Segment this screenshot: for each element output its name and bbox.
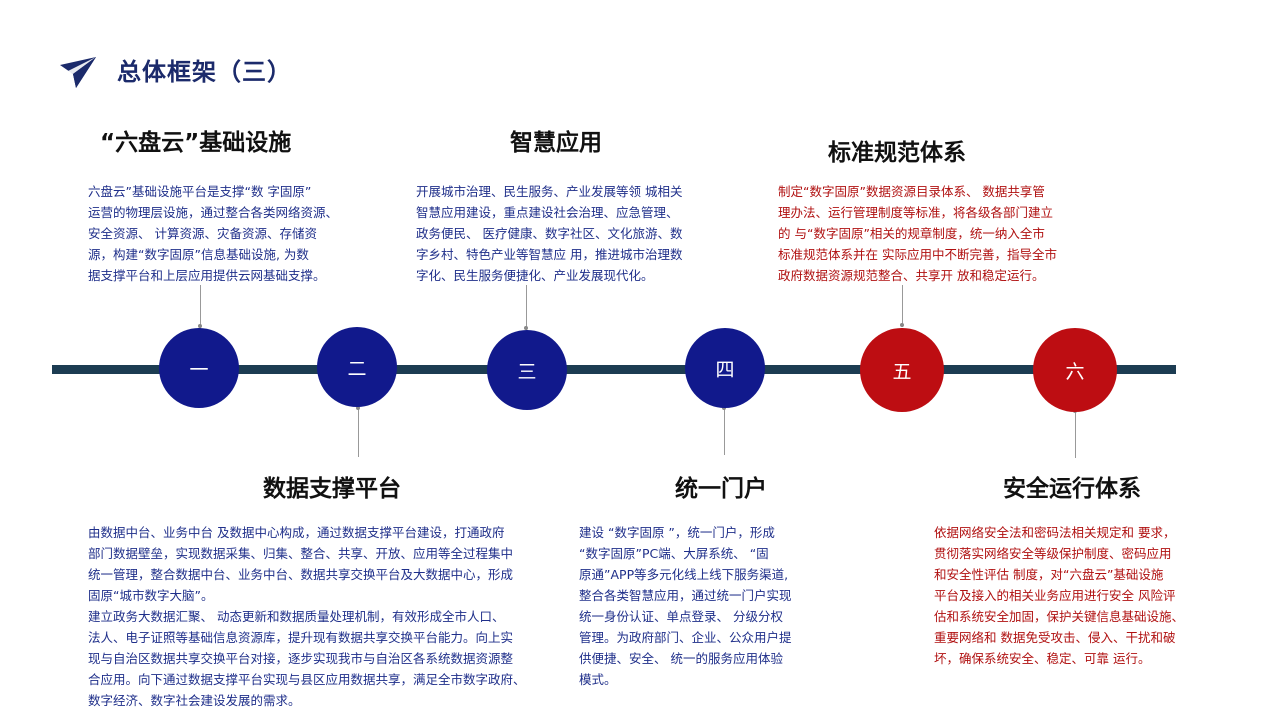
timeline-node-1: 一	[159, 328, 239, 408]
timeline-bar	[52, 365, 1176, 374]
section-heading-data-platform: 数据支撑平台	[263, 476, 401, 502]
section-heading-portal: 统一门户	[675, 476, 767, 502]
timeline-node-3: 三	[487, 330, 567, 410]
timeline-node-6: 六	[1033, 328, 1117, 412]
timeline-node-4: 四	[685, 328, 765, 408]
connector-dot	[900, 323, 904, 327]
section-heading-smart-apps: 智慧应用	[510, 130, 602, 156]
section-text-portal: 建设 “数字固原 ”，统一门户，形成 “数字固原”PC端、大屏系统、 “固 原通…	[579, 525, 792, 687]
paper-plane-icon	[60, 57, 96, 88]
connector-dot	[524, 326, 528, 330]
connector-line	[902, 285, 903, 327]
connector-line	[1075, 408, 1076, 458]
connector-dot	[356, 406, 360, 410]
connector-dot	[198, 324, 202, 328]
timeline-node-5: 五	[860, 328, 944, 412]
connector-dot	[722, 406, 726, 410]
connector-line	[724, 405, 725, 455]
section-heading-security: 安全运行体系	[1003, 476, 1141, 502]
section-heading-standards: 标准规范体系	[828, 140, 966, 166]
section-text-standards: 制定“数字固原”数据资源目录体系、 数据共享管 理办法、运行管理制度等标准，将各…	[778, 184, 1057, 283]
section-text-security: 依据网络安全法和密码法相关规定和 要求， 贯彻落实网络安全等级保护制度、密码应用…	[934, 525, 1185, 666]
section-text-infrastructure: 六盘云”基础设施平台是支撑“数 字固原” 运营的物理层设施，通过整合各类网络资源…	[88, 184, 339, 283]
connector-line	[358, 405, 359, 457]
section-text-smart-apps: 开展城市治理、民生服务、产业发展等领 城相关 智慧应用建设，重点建设社会治理、应…	[416, 184, 683, 283]
section-heading-infrastructure: “六盘云”基础设施	[100, 130, 292, 156]
page-title: 总体框架（三）	[117, 58, 292, 86]
timeline-node-2: 二	[317, 327, 397, 407]
connector-line	[200, 285, 201, 330]
connector-line	[526, 285, 527, 330]
section-text-data-platform: 由数据中台、业务中台 及数据中心构成，通过数据支撑平台建设，打通政府 部门数据壁…	[88, 525, 526, 708]
